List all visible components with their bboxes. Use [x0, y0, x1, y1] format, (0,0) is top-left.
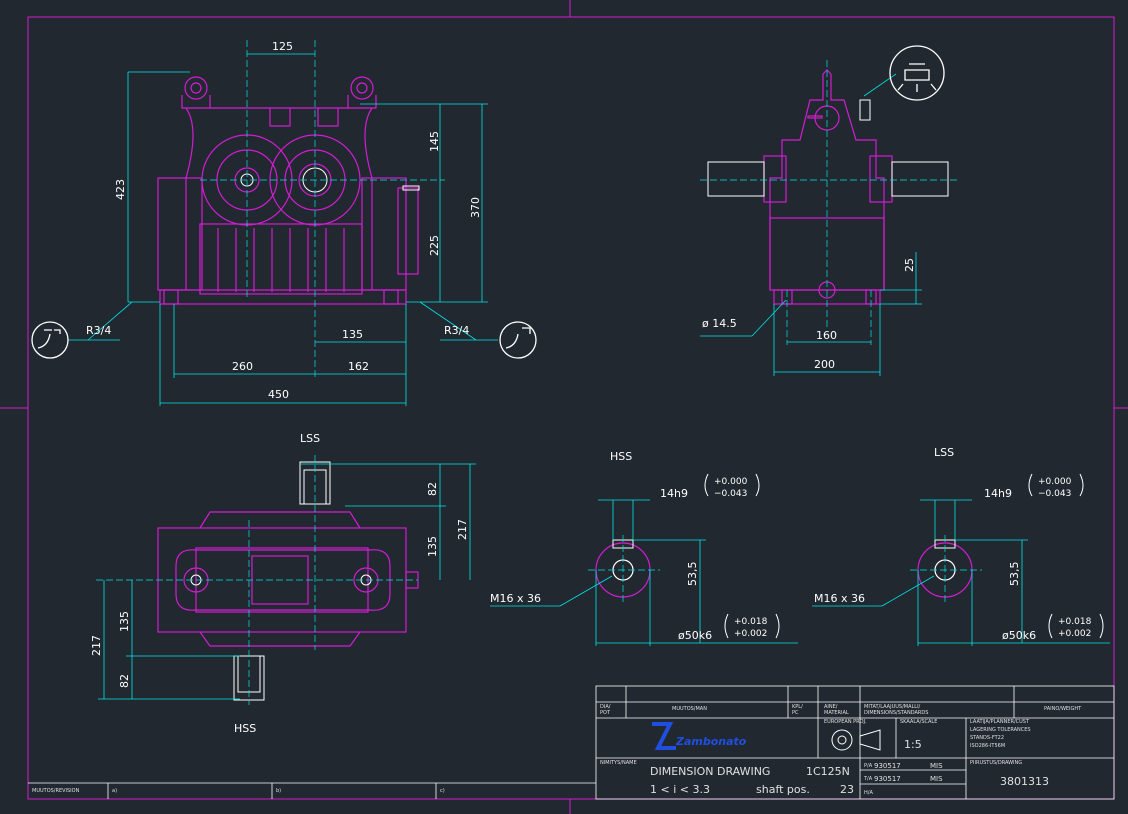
dim-h-lower: 225	[428, 235, 441, 256]
tb-pa-sign: MIS	[930, 762, 943, 770]
company-logo-text: Zambonato	[675, 735, 747, 748]
company-logo: Zambonato	[652, 722, 747, 750]
plan-view: LSS HSS 82 135 217 217 135 82	[90, 432, 476, 735]
dim-height-overall: 423	[114, 179, 127, 200]
dim-base-width: 450	[268, 388, 289, 401]
tb-scale-label: SKAALA/SCALE	[900, 719, 937, 725]
tb-proj-label: EUROPEAN PROJ.	[824, 719, 867, 725]
dim-lower-center: 135	[118, 611, 131, 632]
detail-lss-diameter: ø50k6	[1002, 629, 1036, 642]
detail-hss-dia-tol-upper: +0.018	[734, 617, 768, 627]
tb-ta-label: T/A	[863, 776, 873, 782]
detail-hss-label: HSS	[610, 450, 632, 463]
dim-lower-total: 217	[90, 635, 103, 656]
drain-plug-icon	[31, 321, 69, 359]
tb-hdr-weight: PAINO/WEIGHT	[1044, 706, 1082, 712]
dim-upper-center: 135	[426, 536, 439, 557]
dim-upper-total: 217	[456, 519, 469, 540]
tb-hdr-pcs: KPL/PC	[792, 704, 803, 716]
dim-left-to-center: 260	[232, 360, 253, 373]
detail-hss-height: 53,5	[686, 562, 699, 587]
breather-icon	[889, 45, 945, 101]
detail-lss-dia-tol-upper: +0.018	[1058, 617, 1092, 627]
tb-ta-date: 930517	[874, 775, 901, 783]
detail-hss-dia-tol-lower: +0.002	[734, 629, 767, 639]
detail-hss-diameter: ø50k6	[678, 629, 712, 642]
detail-lss-height: 53,5	[1008, 562, 1021, 587]
dim-upper-shaft: 82	[426, 482, 439, 496]
detail-hss-thread: M16 x 36	[490, 592, 541, 605]
tb-customer-2: LAGERING TOLERANCES	[970, 727, 1031, 733]
tb-revision-label: MUUTOS/REVISION	[32, 788, 80, 794]
plan-label-hss: HSS	[234, 722, 256, 735]
tb-ta-sign: MIS	[930, 775, 943, 783]
tb-ratio: 1 < i < 3.3	[650, 783, 710, 796]
tb-hdr-dimensions: MITAT/LAAJUUS/MALLI/DIMENSIONS/STANDARDS	[864, 704, 928, 716]
dim-lower-shaft: 82	[118, 674, 131, 688]
tb-shaft-pos-label: shaft pos.	[756, 783, 810, 796]
dim-foot-height: 25	[903, 258, 916, 272]
tb-pa-date: 930517	[874, 762, 901, 770]
dim-bolt-spacing: 160	[816, 329, 837, 342]
tb-rev-b: b)	[276, 788, 281, 794]
projection-symbol-icon	[831, 729, 881, 751]
dim-h-total: 370	[469, 197, 482, 218]
dim-h-upper: 145	[428, 131, 441, 152]
tb-hdr-pos: DIA/POT	[600, 704, 611, 716]
dim-center-to-right: 162	[348, 360, 369, 373]
drain-label-right: R3/4	[444, 324, 469, 337]
title-block: DIA/POT MUUTOS/MAN KPL/PC AINE/MATERIAL …	[28, 685, 1115, 800]
detail-lss-key-tol-lower: −0.043	[1038, 489, 1071, 499]
dim-hole-dia: ø 14.5	[702, 317, 737, 330]
detail-lss-label: LSS	[934, 446, 954, 459]
tb-scale: 1:5	[904, 738, 922, 751]
tb-model: 1C125N	[806, 765, 850, 778]
detail-lss-thread: M16 x 36	[814, 592, 865, 605]
drain-label-left: R3/4	[86, 324, 111, 337]
detail-lss-key-tol-upper: +0.000	[1038, 477, 1072, 487]
dim-side-base: 200	[814, 358, 835, 371]
tb-ha-label: H/A	[864, 790, 873, 796]
detail-hss-key-tol-upper: +0.000	[714, 477, 748, 487]
detail-hss: HSS 14h9 +0.000 −0.043 53,5 M16 x 36 ø50…	[490, 450, 798, 646]
detail-lss-dia-tol-lower: +0.002	[1058, 629, 1091, 639]
drain-plug-icon	[499, 321, 537, 359]
tb-drawing-no: 3801313	[1000, 775, 1049, 788]
tb-name-label: NIMITYS/NAME	[600, 760, 637, 766]
detail-lss: LSS 14h9 +0.000 −0.043 53,5 M16 x 36 ø50…	[812, 446, 1110, 646]
tb-pa-label: P/A	[864, 763, 873, 769]
tb-rev-c: c)	[440, 788, 445, 794]
tb-name: DIMENSION DRAWING	[650, 765, 770, 778]
detail-lss-key: 14h9	[984, 487, 1012, 500]
tb-shaft-pos: 23	[840, 783, 854, 796]
tb-drawing-label: PIIRUSTUS/DRAWING	[970, 760, 1022, 766]
tb-hdr-change: MUUTOS/MAN	[672, 706, 707, 712]
tb-customer-4: ISO286-IT56M	[970, 743, 1005, 749]
detail-hss-key-tol-lower: −0.043	[714, 489, 747, 499]
tb-rev-a: a)	[112, 788, 117, 794]
plan-label-lss: LSS	[300, 432, 320, 445]
tb-hdr-material: AINE/MATERIAL	[824, 704, 849, 716]
side-view: ø 14.5 160 200 25	[700, 45, 958, 376]
front-view: 125 423 145 370 225 135 260 162 450 R3/4…	[31, 40, 537, 406]
tb-customer-1: LAATIJA/PLANNER/CUST	[970, 719, 1030, 725]
dim-top-width: 125	[272, 40, 293, 53]
dim-center-to-output: 135	[342, 328, 363, 341]
detail-hss-key: 14h9	[660, 487, 688, 500]
tb-customer-3: STANDS-FT22	[970, 735, 1004, 741]
